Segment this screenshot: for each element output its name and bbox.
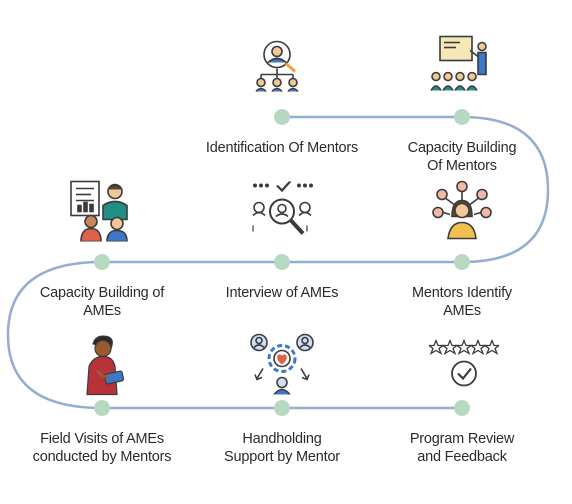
step-label-line: Mentors Identify [412, 285, 512, 301]
step-node [454, 109, 470, 125]
step-label-line: Program Review [409, 431, 515, 447]
classroom-teacher-icon [69, 180, 135, 247]
step-label-identification-of-mentors: Identification Of Mentors [187, 139, 377, 157]
step-label-handholding-support: Handholding Support by Mentor [187, 430, 377, 466]
step-label-line: Capacity Building of [39, 285, 165, 301]
presentation-board-icon [430, 35, 494, 98]
step-label-field-visits: Field Visits of AMEs conducted by Mentor… [7, 430, 197, 466]
step-node [274, 254, 290, 270]
step-label-line: Field Visits of AMEs [40, 431, 164, 447]
mentor-circle-icon [430, 179, 494, 248]
step-node [94, 254, 110, 270]
step-label-line: Interview of AMEs [225, 285, 339, 301]
step-label-line: Identification Of Mentors [205, 140, 359, 156]
step-node [274, 400, 290, 416]
step-label-line: AMEs [83, 303, 121, 319]
step-label-capacity-building-of-mentors: Capacity Building Of Mentors [367, 139, 557, 175]
step-label-program-review: Program Review and Feedback [367, 430, 557, 466]
mentor-network-icon [253, 35, 311, 98]
step-label-line: Of Mentors [427, 158, 497, 174]
step-label-interview-of-ames: Interview of AMEs [187, 284, 377, 302]
step-label-line: AMEs [443, 303, 481, 319]
candidate-search-icon [249, 179, 315, 249]
star-rating-icon [427, 338, 501, 393]
step-node [274, 109, 290, 125]
step-label-line: Handholding [242, 431, 322, 447]
step-node [94, 400, 110, 416]
step-label-line: Support by Mentor [224, 449, 340, 465]
step-label-capacity-building-of-ames: Capacity Building of AMEs [7, 284, 197, 320]
support-gear-icon [249, 333, 315, 400]
step-node [454, 400, 470, 416]
step-node [454, 254, 470, 270]
step-label-mentors-identify-ames: Mentors Identify AMEs [367, 284, 557, 320]
step-label-line: and Feedback [417, 449, 507, 465]
step-label-line: conducted by Mentors [32, 449, 172, 465]
person-with-tablet-icon [75, 335, 129, 402]
step-label-line: Capacity Building [407, 140, 517, 156]
